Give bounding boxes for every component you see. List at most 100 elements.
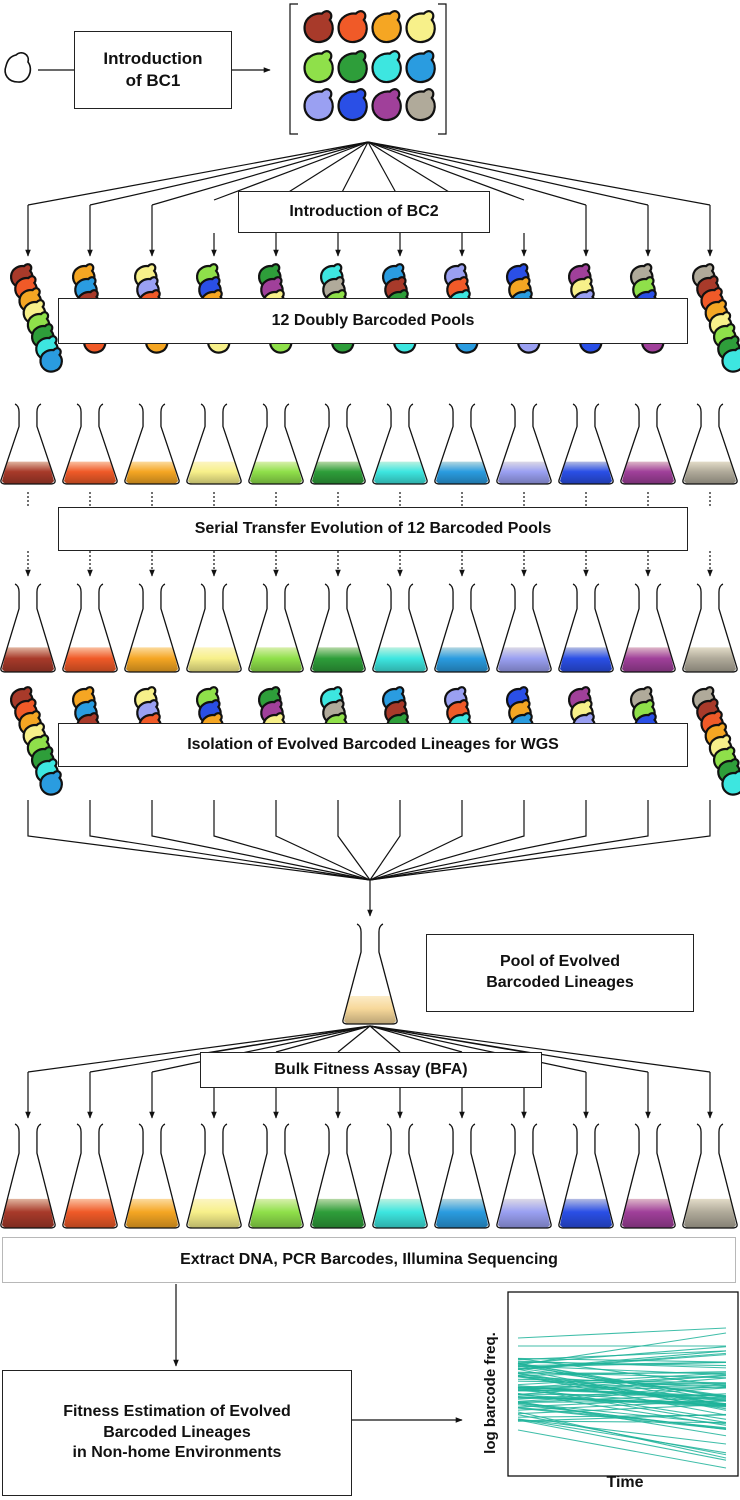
converge-line: [369, 800, 401, 881]
flask-icon: [682, 1123, 738, 1229]
fan-line: [151, 1025, 371, 1073]
yeast-cell-icon: [721, 770, 740, 796]
yeast-cell-icon: [303, 10, 334, 44]
yeast-cell-icon: [337, 10, 368, 44]
flask-icon: [124, 583, 180, 673]
flask-icon: [558, 583, 614, 673]
plot-line: [517, 1429, 727, 1469]
fan-line: [367, 141, 649, 206]
flask-icon: [186, 403, 242, 485]
flask-icon: [248, 583, 304, 673]
plot-line: [517, 1389, 727, 1397]
yeast-cell-icon: [337, 50, 368, 84]
converge-line: [337, 800, 371, 881]
yeast-cell-icon: [303, 50, 334, 84]
flask-icon: [0, 403, 56, 485]
fan-line: [369, 1025, 711, 1073]
flask-icon: [682, 403, 738, 485]
plot-line: [517, 1377, 727, 1396]
plot-line: [517, 1403, 727, 1415]
flask-icon: [62, 583, 118, 673]
pool-lineages-box: Pool of Evolved Barcoded Lineages: [426, 934, 694, 1012]
fan-line: [367, 141, 463, 201]
flask-icon: [372, 1123, 428, 1229]
flask-icon: [124, 403, 180, 485]
flask-icon: [372, 403, 428, 485]
fan-line: [369, 1025, 463, 1053]
yeast-cell-icon: [371, 88, 402, 122]
fan-line: [369, 1025, 587, 1073]
flask-icon: [62, 1123, 118, 1229]
yeast-cell-icon: [303, 88, 334, 122]
flask-icon: [372, 583, 428, 673]
fan-line: [27, 141, 369, 206]
flask-icon: [620, 583, 676, 673]
converge-line: [27, 800, 371, 881]
plot-line: [517, 1372, 727, 1386]
converge-line: [369, 800, 649, 881]
barcode-frequency-plot: [507, 1291, 739, 1477]
fan-line: [151, 141, 369, 206]
plot-line: [517, 1387, 727, 1397]
plot-line: [517, 1399, 727, 1411]
flask-icon: [248, 1123, 304, 1229]
flask-icon: [558, 403, 614, 485]
fan-line: [275, 1025, 371, 1053]
fan-line: [213, 141, 369, 201]
flask-icon: [434, 583, 490, 673]
yeast-cell-icon: [721, 347, 740, 373]
plot-line: [517, 1375, 727, 1389]
converge-line: [275, 800, 371, 881]
plot-ylabel: log barcode freq.: [482, 1332, 499, 1454]
pools-step-box: 12 Doubly Barcoded Pools: [58, 298, 688, 344]
converge-line: [369, 800, 711, 881]
flask-icon: [62, 403, 118, 485]
flask-icon: [0, 1123, 56, 1229]
fan-line: [275, 141, 369, 201]
bracket-left: [289, 3, 298, 135]
plot-line: [517, 1375, 727, 1392]
cell-stack: [10, 263, 63, 373]
plot-line: [517, 1411, 727, 1459]
flask-icon: [434, 1123, 490, 1229]
plot-line: [517, 1418, 727, 1454]
yeast-cell-icon: [405, 10, 436, 44]
flask-icon: [342, 923, 398, 1025]
flask-icon: [186, 1123, 242, 1229]
converge-line: [369, 800, 463, 881]
yeast-cell-icon: [371, 10, 402, 44]
flask-icon: [496, 403, 552, 485]
fitness-step-box: Fitness Estimation of Evolved Barcoded L…: [2, 1370, 352, 1496]
fan-line: [369, 1025, 649, 1073]
flask-icon: [558, 1123, 614, 1229]
flask-icon: [124, 1123, 180, 1229]
sequencing-step-box: Extract DNA, PCR Barcodes, Illumina Sequ…: [2, 1237, 736, 1283]
plot-line: [517, 1332, 727, 1366]
plot-line: [517, 1327, 727, 1339]
flask-icon: [0, 583, 56, 673]
cell-stack: [10, 686, 63, 796]
plot-line: [517, 1401, 727, 1437]
flask-icon: [682, 583, 738, 673]
plot-line: [517, 1418, 727, 1445]
yeast-cell-icon: [405, 88, 436, 122]
bc1-step-box: Introduction of BC1: [74, 31, 232, 109]
bracket-right: [438, 3, 447, 135]
fan-line: [337, 1025, 371, 1053]
yeast-cell-icon: [371, 50, 402, 84]
yeast-cell-icon: [337, 88, 368, 122]
yeast-cell-icon: [4, 52, 32, 83]
fan-line: [337, 141, 369, 201]
flask-icon: [620, 1123, 676, 1229]
plot-line: [517, 1352, 727, 1370]
plot-line: [517, 1365, 727, 1397]
flask-icon: [186, 583, 242, 673]
converge-line: [369, 800, 525, 881]
fan-line: [367, 141, 711, 206]
isolation-step-box: Isolation of Evolved Barcoded Lineages f…: [58, 723, 688, 767]
fan-line: [213, 1025, 371, 1053]
flask-icon: [496, 583, 552, 673]
flask-icon: [310, 583, 366, 673]
flask-icon: [434, 403, 490, 485]
plot-xlabel: Time: [606, 1474, 644, 1491]
